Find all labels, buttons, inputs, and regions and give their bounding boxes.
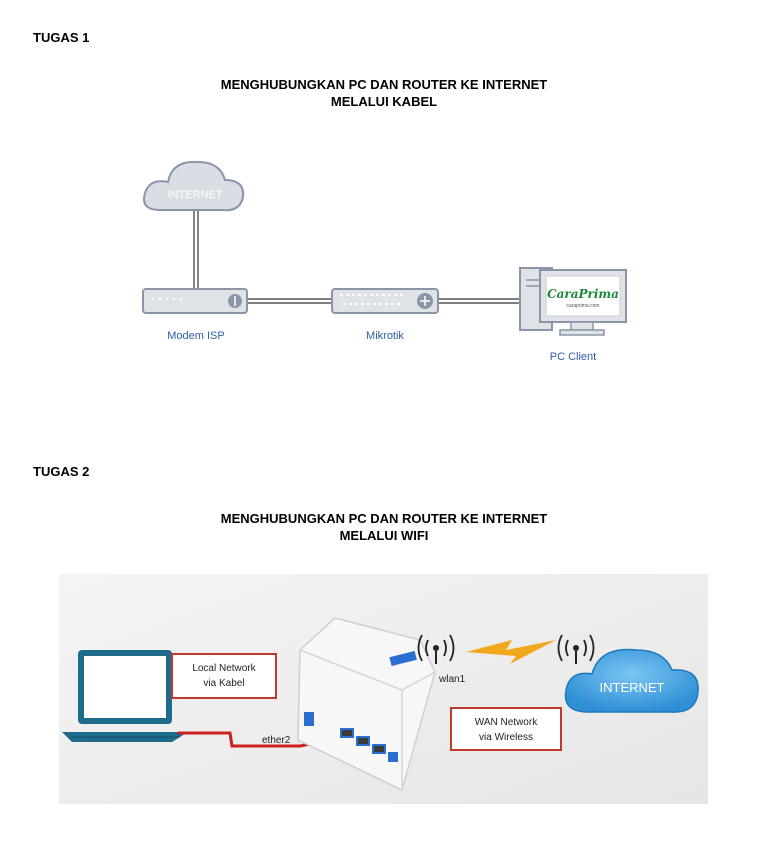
local-network-line2: via Kabel — [203, 678, 244, 689]
wifi-antenna-left-icon — [417, 634, 455, 664]
tugas1-title-line2: MELALUI KABEL — [330, 94, 438, 109]
wifi-antenna-right-icon — [557, 634, 595, 664]
local-network-line1: Local Network — [192, 663, 256, 674]
internet-cloud-icon: INTERNET — [143, 160, 245, 212]
tugas1-heading: TUGAS 1 — [33, 30, 90, 45]
wireless-signal-bolt-icon — [466, 640, 556, 664]
modem-label: Modem ISP — [167, 330, 224, 342]
modem-icon: Modem ISP — [142, 288, 248, 342]
local-network-box: Local Network via Kabel — [171, 653, 277, 699]
tugas2-title: MENGHUBUNGKAN PC DAN ROUTER KE INTERNET … — [0, 510, 768, 544]
cable-lines — [193, 207, 520, 304]
mikrotik-router-icon: Mikrotik — [331, 288, 439, 342]
tugas2-title-line1: MENGHUBUNGKAN PC DAN ROUTER KE INTERNET — [220, 511, 548, 526]
wan-network-box: WAN Network via Wireless — [450, 707, 562, 751]
pc-client-label: PC Client — [550, 351, 596, 363]
tugas1-title-line1: MENGHUBUNGKAN PC DAN ROUTER KE INTERNET — [220, 77, 548, 92]
internet-cloud-blue-icon: INTERNET — [564, 648, 699, 713]
wan-network-line1: WAN Network — [475, 717, 538, 728]
diagram-cable: INTERNET Modem ISP — [142, 160, 627, 363]
wlan1-label: wlan1 — [438, 674, 466, 685]
mikrotik-label: Mikrotik — [366, 330, 404, 342]
diagram-wifi: Local Network via Kabel ether2 — [59, 574, 708, 804]
laptop-icon — [62, 650, 188, 742]
cloud-label: INTERNET — [168, 189, 223, 201]
cloud2-label: INTERNET — [600, 680, 665, 695]
tugas2-title-line2: MELALUI WIFI — [339, 528, 429, 543]
mikrotik-hap-router-icon — [297, 617, 436, 792]
wan-network-line2: via Wireless — [479, 732, 533, 743]
tugas1-title: MENGHUBUNGKAN PC DAN ROUTER KE INTERNET … — [0, 76, 768, 110]
monitor-brand: CaraPrima — [547, 287, 619, 301]
pc-client-icon: CaraPrima caraprima.com PC Client — [519, 267, 627, 363]
monitor-sub: caraprima.com — [566, 303, 599, 309]
tugas2-heading: TUGAS 2 — [33, 464, 90, 479]
ether2-label: ether2 — [262, 735, 291, 746]
